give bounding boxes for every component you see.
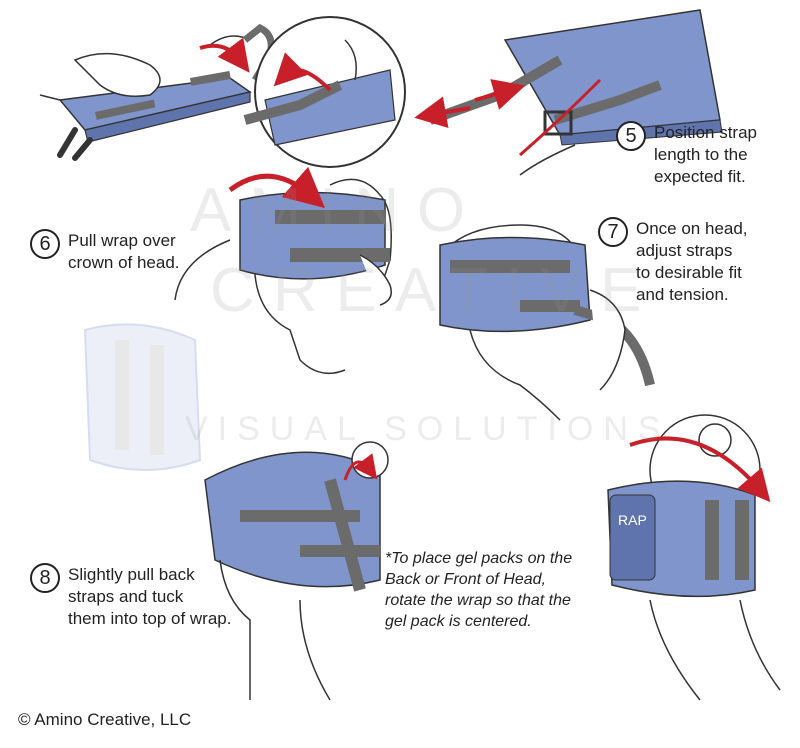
step-5-text: Position strap length to the expected fi…	[654, 123, 757, 186]
step-7-number: 7	[598, 217, 628, 247]
step-8-text: Slightly pull back straps and tuck them …	[68, 565, 232, 628]
detail-circle	[243, 16, 406, 168]
head-wrap-step6	[174, 166, 392, 375]
step-8: 8 Slightly pull back straps and tuck the…	[30, 563, 232, 630]
wrap-flat-illustration	[39, 23, 275, 161]
head-wrap-step8	[204, 441, 389, 701]
strap-length-illustration	[414, 9, 723, 176]
ghost-wrap	[83, 323, 202, 471]
step-7-text: Once on head, adjust straps to desirable…	[636, 219, 748, 304]
step-7: 7 Once on head, adjust straps to desirab…	[598, 217, 748, 306]
head-wrap-step7	[439, 224, 655, 421]
step-5-number: 5	[616, 121, 646, 151]
step-6-number: 6	[30, 229, 60, 259]
copyright: © Amino Creative, LLC	[18, 710, 192, 729]
gel-pack-note: *To place gel packs on the Back or Front…	[385, 550, 573, 630]
head-wrap-rotated: RAP	[607, 414, 781, 701]
wrap-label: RAP	[618, 512, 647, 528]
step-8-number: 8	[30, 563, 60, 593]
step-6-text: Pull wrap over crown of head.	[68, 231, 180, 272]
step-6: 6 Pull wrap over crown of head.	[30, 229, 180, 274]
step-5: 5 Position strap length to the expected …	[616, 121, 757, 188]
